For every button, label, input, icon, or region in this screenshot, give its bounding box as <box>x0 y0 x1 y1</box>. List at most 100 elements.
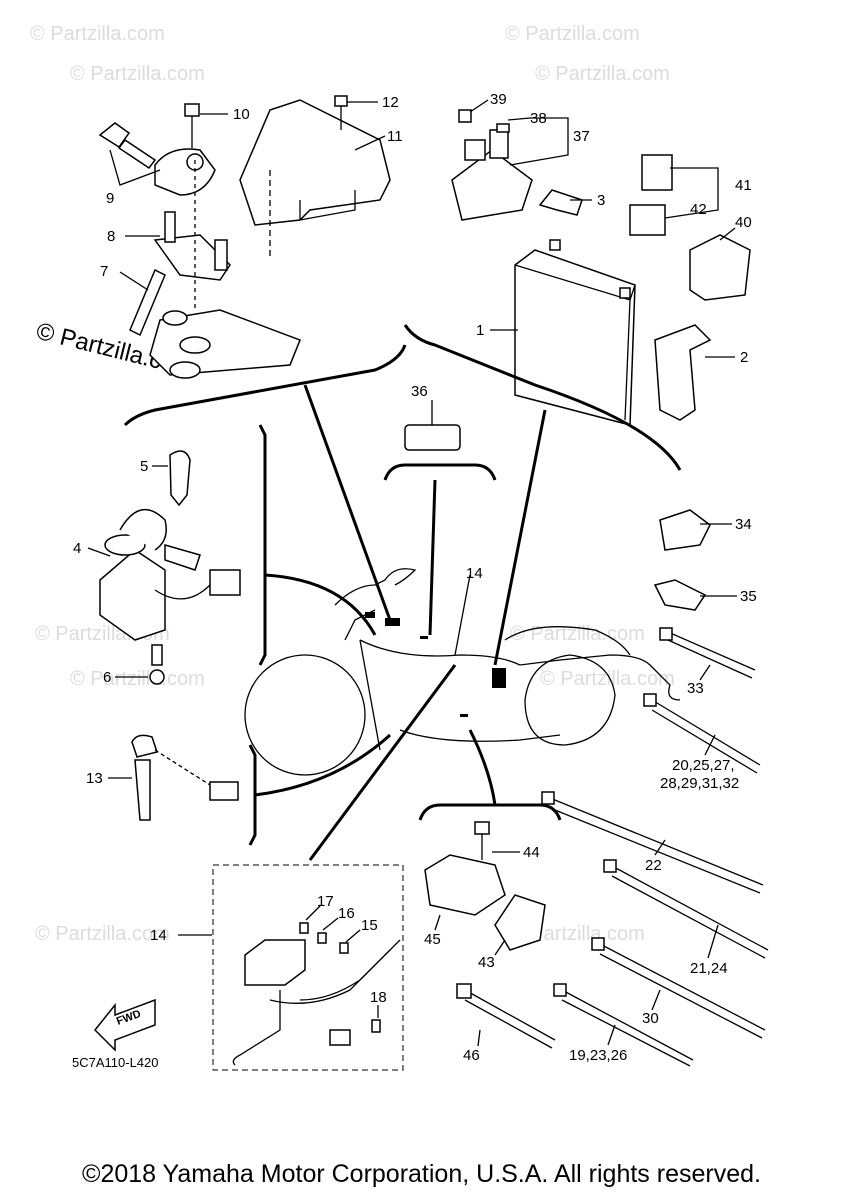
callout-5: 5 <box>140 458 148 475</box>
leader <box>345 929 361 943</box>
fuse-16 <box>317 932 327 944</box>
ignition-cylinder <box>154 148 216 196</box>
bracket-post <box>164 211 176 243</box>
group-bracket-sensor <box>418 803 562 821</box>
leader <box>494 939 506 956</box>
battery-edge <box>624 299 631 421</box>
cable-tie-30 <box>599 943 766 1031</box>
group-bracket-36 <box>383 463 497 481</box>
callout-14-harness: 14 <box>150 927 167 944</box>
key-icon <box>98 122 131 149</box>
cover-flange <box>299 190 356 221</box>
fuse-15 <box>339 942 349 954</box>
battery-terminal <box>549 239 561 251</box>
callout-33: 33 <box>687 680 704 697</box>
leader <box>607 1024 616 1046</box>
leader-line <box>493 409 547 666</box>
callout-44: 44 <box>523 844 540 861</box>
harness-wire <box>299 939 401 1001</box>
handlebar-switch-group <box>98 95 391 379</box>
leader <box>354 135 386 151</box>
switch-wire <box>154 749 211 786</box>
tie-head <box>456 983 472 999</box>
relay-terminal <box>464 139 486 161</box>
callout-43: 43 <box>478 954 495 971</box>
relay-42 <box>629 204 666 236</box>
watermark: © Partzilla.com <box>35 923 170 945</box>
switch-body <box>134 759 151 821</box>
leader <box>664 167 719 219</box>
leader <box>651 989 661 1011</box>
callout-36: 36 <box>411 383 428 400</box>
watermark: © Partzilla.com <box>510 623 645 645</box>
relay-40 <box>689 234 751 301</box>
cable-tie-21 <box>611 875 766 959</box>
callout-7: 7 <box>100 263 108 280</box>
callout-3: 3 <box>597 192 605 209</box>
cable-tie-30 <box>599 953 763 1039</box>
relay-terminal <box>489 129 509 159</box>
switch-13-connector <box>209 781 239 801</box>
bracket-7 <box>149 309 301 376</box>
leader <box>305 905 321 921</box>
callout-46: 46 <box>463 1047 480 1064</box>
cable-tie-21 <box>611 865 769 951</box>
fuse-17 <box>299 922 309 934</box>
leader <box>699 664 711 681</box>
leader-line <box>308 664 457 861</box>
ignition-switch-group <box>99 450 241 821</box>
grommet <box>162 310 188 326</box>
watermark: © Partzilla.com <box>70 63 205 85</box>
callout-38: 38 <box>530 110 547 127</box>
leader-line <box>428 479 437 636</box>
callout-18: 18 <box>370 989 387 1006</box>
callout-11: 11 <box>387 128 403 145</box>
bolt-39 <box>458 109 472 123</box>
tie-head <box>541 791 555 805</box>
cable-tie-20 <box>651 709 758 774</box>
callout-13: 13 <box>86 770 103 787</box>
wire-harness-group <box>232 922 401 1066</box>
watermark: © Partzilla.com <box>540 668 675 690</box>
key-ring <box>119 508 167 551</box>
leader-line <box>468 729 497 806</box>
clamp-35 <box>653 579 707 611</box>
tie-head <box>591 937 605 951</box>
leader <box>719 227 736 241</box>
motorcycle-outline <box>244 568 681 776</box>
part-marker <box>365 612 375 618</box>
callout-leaders <box>87 99 737 1047</box>
grommet <box>179 336 211 354</box>
part-marker <box>492 668 506 688</box>
callout-34: 34 <box>735 516 752 533</box>
watermark: © Partzilla.com <box>30 23 165 45</box>
callout-15: 15 <box>361 917 378 934</box>
callout-28-29-31-32: 28,29,31,32 <box>660 775 739 792</box>
sensor-group <box>424 821 546 951</box>
cable-tie-46 <box>464 989 556 1041</box>
watermark: © Partzilla.com <box>70 668 205 690</box>
cable-tie-46 <box>464 999 553 1049</box>
group-bracket-ignition <box>258 424 267 666</box>
neutral-switch <box>131 734 158 758</box>
rear-wheel <box>524 654 616 746</box>
callout-22: 22 <box>645 857 662 874</box>
leader <box>322 917 339 931</box>
tie-head <box>603 859 617 873</box>
battery-relay-group <box>451 109 751 426</box>
bolt-12 <box>334 95 348 107</box>
callout-2: 2 <box>740 349 748 366</box>
tie-head <box>553 983 567 997</box>
key-5 <box>169 450 191 507</box>
battery-band <box>654 324 712 421</box>
bolt-10 <box>184 103 200 117</box>
leader-line <box>264 573 377 636</box>
cable-tie-22 <box>549 807 761 894</box>
harness-connector <box>329 1029 351 1046</box>
copyright-notice: ©2018 Yamaha Motor Corporation, U.S.A. A… <box>82 1160 761 1188</box>
terminal-cover-3 <box>538 189 583 216</box>
switch-top <box>104 534 146 556</box>
callout-12: 12 <box>382 94 399 111</box>
fwd-arrow-icon: FWD <box>93 998 156 1052</box>
bracket-post <box>214 239 228 271</box>
